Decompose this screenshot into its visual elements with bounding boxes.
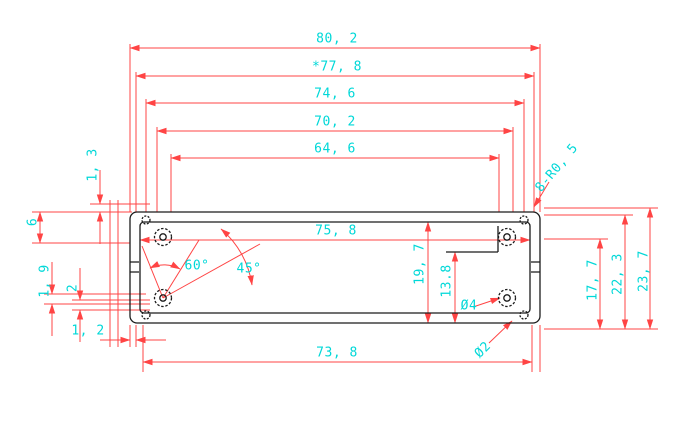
dim-label-64-6: 64, 6 (314, 141, 356, 157)
right-wall-slot (531, 261, 540, 273)
dim-label-1-9: 1, 9 (37, 264, 53, 298)
dim-label-22-3: 22, 3 (610, 253, 626, 295)
leader-dia4 (472, 297, 501, 308)
screw-boss-top-left (153, 227, 173, 247)
dim-label-6: 6 (25, 217, 41, 227)
angle-ray-2 (162, 239, 200, 299)
dim-label-70-2: 70, 2 (314, 114, 356, 130)
dim-label-80-2: 80, 2 (316, 31, 358, 47)
corner-channel-top-left (141, 215, 151, 225)
left-wall-slot (130, 261, 139, 273)
dim-label-1-3: 1, 3 (85, 148, 101, 182)
pcb-slot-reference (446, 226, 499, 253)
dimension-lines (32, 44, 658, 372)
angle-ray-1 (141, 245, 164, 299)
dim-label-23-7: 23, 7 (636, 250, 652, 292)
dim-label-1-2: 1, 2 (71, 323, 105, 339)
dim-label-45deg: 45° (236, 261, 262, 277)
dim-label-74-6: 74, 6 (314, 86, 356, 102)
dim-label-13-8: 13.8 (439, 264, 455, 298)
leader-r0-5 (533, 181, 550, 208)
screw-hole-bottom-left (159, 294, 167, 302)
angle-arc-60 (149, 261, 181, 270)
screw-hole-bottom-right (503, 294, 511, 302)
dim-label-75-8: 75, 8 (315, 223, 357, 239)
screw-hole-top-right (503, 233, 511, 241)
dim-label-73-8: 73, 8 (316, 345, 358, 361)
angle-arc-45 (220, 228, 254, 286)
profile-outer-wall (129, 211, 541, 324)
dim-label-dia4: Ø4 (460, 298, 478, 314)
screw-boss-bottom-right (497, 288, 517, 308)
screw-hole-top-left (159, 233, 167, 241)
dim-label-77-8: *77, 8 (312, 59, 362, 75)
dim-label-60deg: 60° (184, 258, 210, 274)
profile-outline (129, 211, 541, 324)
screw-boss-top-right (497, 227, 517, 247)
profile-inner-wall (139, 221, 531, 314)
screw-boss-bottom-left (153, 288, 173, 308)
corner-channel-bottom-right (519, 310, 529, 320)
dim-label-17-7: 17, 7 (585, 259, 601, 301)
dim-label-2: 2 (65, 283, 81, 293)
corner-channel-bottom-left (141, 310, 151, 320)
leader-dia2 (488, 320, 513, 344)
corner-channel-top-right (519, 215, 529, 225)
dim-label-19-7: 19, 7 (412, 243, 428, 285)
